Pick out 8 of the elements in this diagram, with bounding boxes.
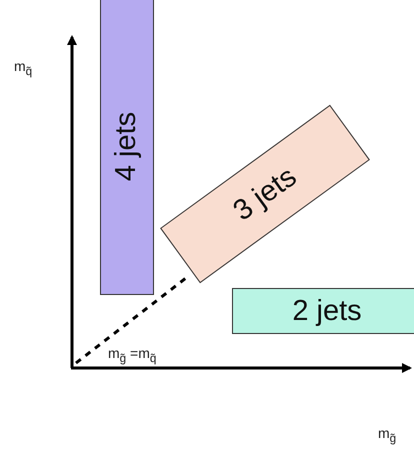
region-box bbox=[232, 288, 414, 334]
axis-label: m$_{g̃}$ bbox=[378, 425, 396, 445]
axis-label: m$_{q̃}$ bbox=[14, 58, 32, 78]
region-label: 2 jets bbox=[292, 294, 362, 328]
region-label: 4 jets bbox=[110, 112, 144, 182]
region-label: 3 jets bbox=[227, 160, 303, 228]
region-box bbox=[100, 0, 154, 295]
equation-label: m$_{g̃}$ =m$_{q̃}$ bbox=[108, 345, 156, 365]
